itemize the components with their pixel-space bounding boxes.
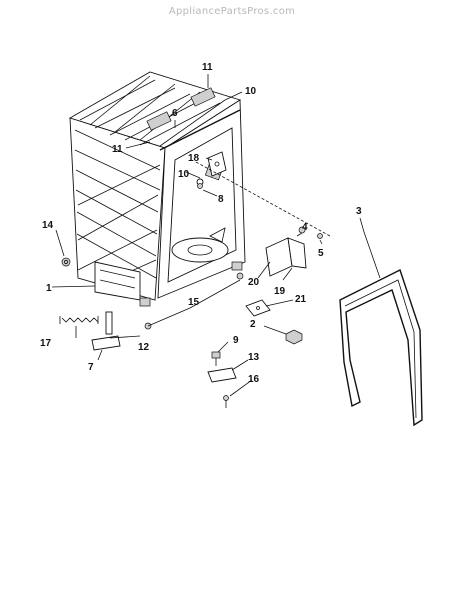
callout-15: 15 xyxy=(188,297,200,308)
part-5-screw xyxy=(317,233,323,239)
part-strip xyxy=(105,311,113,335)
callout-18: 18 xyxy=(188,153,200,164)
callout-21: 21 xyxy=(295,294,307,305)
callout-20: 20 xyxy=(248,277,260,288)
callout-19: 19 xyxy=(274,286,286,297)
callout-5: 5 xyxy=(318,248,324,259)
callout-10-mid: 10 xyxy=(178,169,190,180)
callout-7: 7 xyxy=(88,362,94,373)
callout-10-top: 10 xyxy=(245,86,257,97)
part-14-nut xyxy=(61,257,71,267)
callout-11-top: 11 xyxy=(202,62,213,73)
callout-11-left: 11 xyxy=(112,144,123,155)
callout-8: 8 xyxy=(218,194,224,205)
callout-12: 12 xyxy=(138,342,150,353)
part-13-bracket xyxy=(207,367,237,383)
door-gasket xyxy=(339,269,423,427)
part-15-screw xyxy=(236,272,244,280)
part-7-pad xyxy=(91,335,121,351)
callout-9: 9 xyxy=(233,335,239,346)
callout-2: 2 xyxy=(250,319,256,330)
part-2-nut xyxy=(285,329,303,345)
callout-6: 6 xyxy=(172,108,178,119)
part-19-20-bracket xyxy=(265,226,307,277)
dishwasher-tub xyxy=(68,71,246,307)
callout-1: 1 xyxy=(46,283,52,294)
part-16-screw xyxy=(223,395,229,408)
part-9-bolt xyxy=(211,351,221,366)
callout-labels: 11 10 6 11 18 10 8 14 1 15 12 17 7 4 5 1… xyxy=(40,62,362,385)
leader-lines xyxy=(51,74,381,397)
callout-4: 4 xyxy=(302,222,308,233)
callout-17: 17 xyxy=(40,338,52,349)
part-21-plate xyxy=(245,299,271,317)
callout-16: 16 xyxy=(248,374,260,385)
callout-3: 3 xyxy=(356,206,362,217)
callout-13: 13 xyxy=(248,352,260,363)
part-17-spring xyxy=(59,316,99,324)
watermark-text: AppliancePartsPros.com xyxy=(168,6,296,17)
part-8-screw xyxy=(197,183,203,189)
callout-14: 14 xyxy=(42,220,54,231)
